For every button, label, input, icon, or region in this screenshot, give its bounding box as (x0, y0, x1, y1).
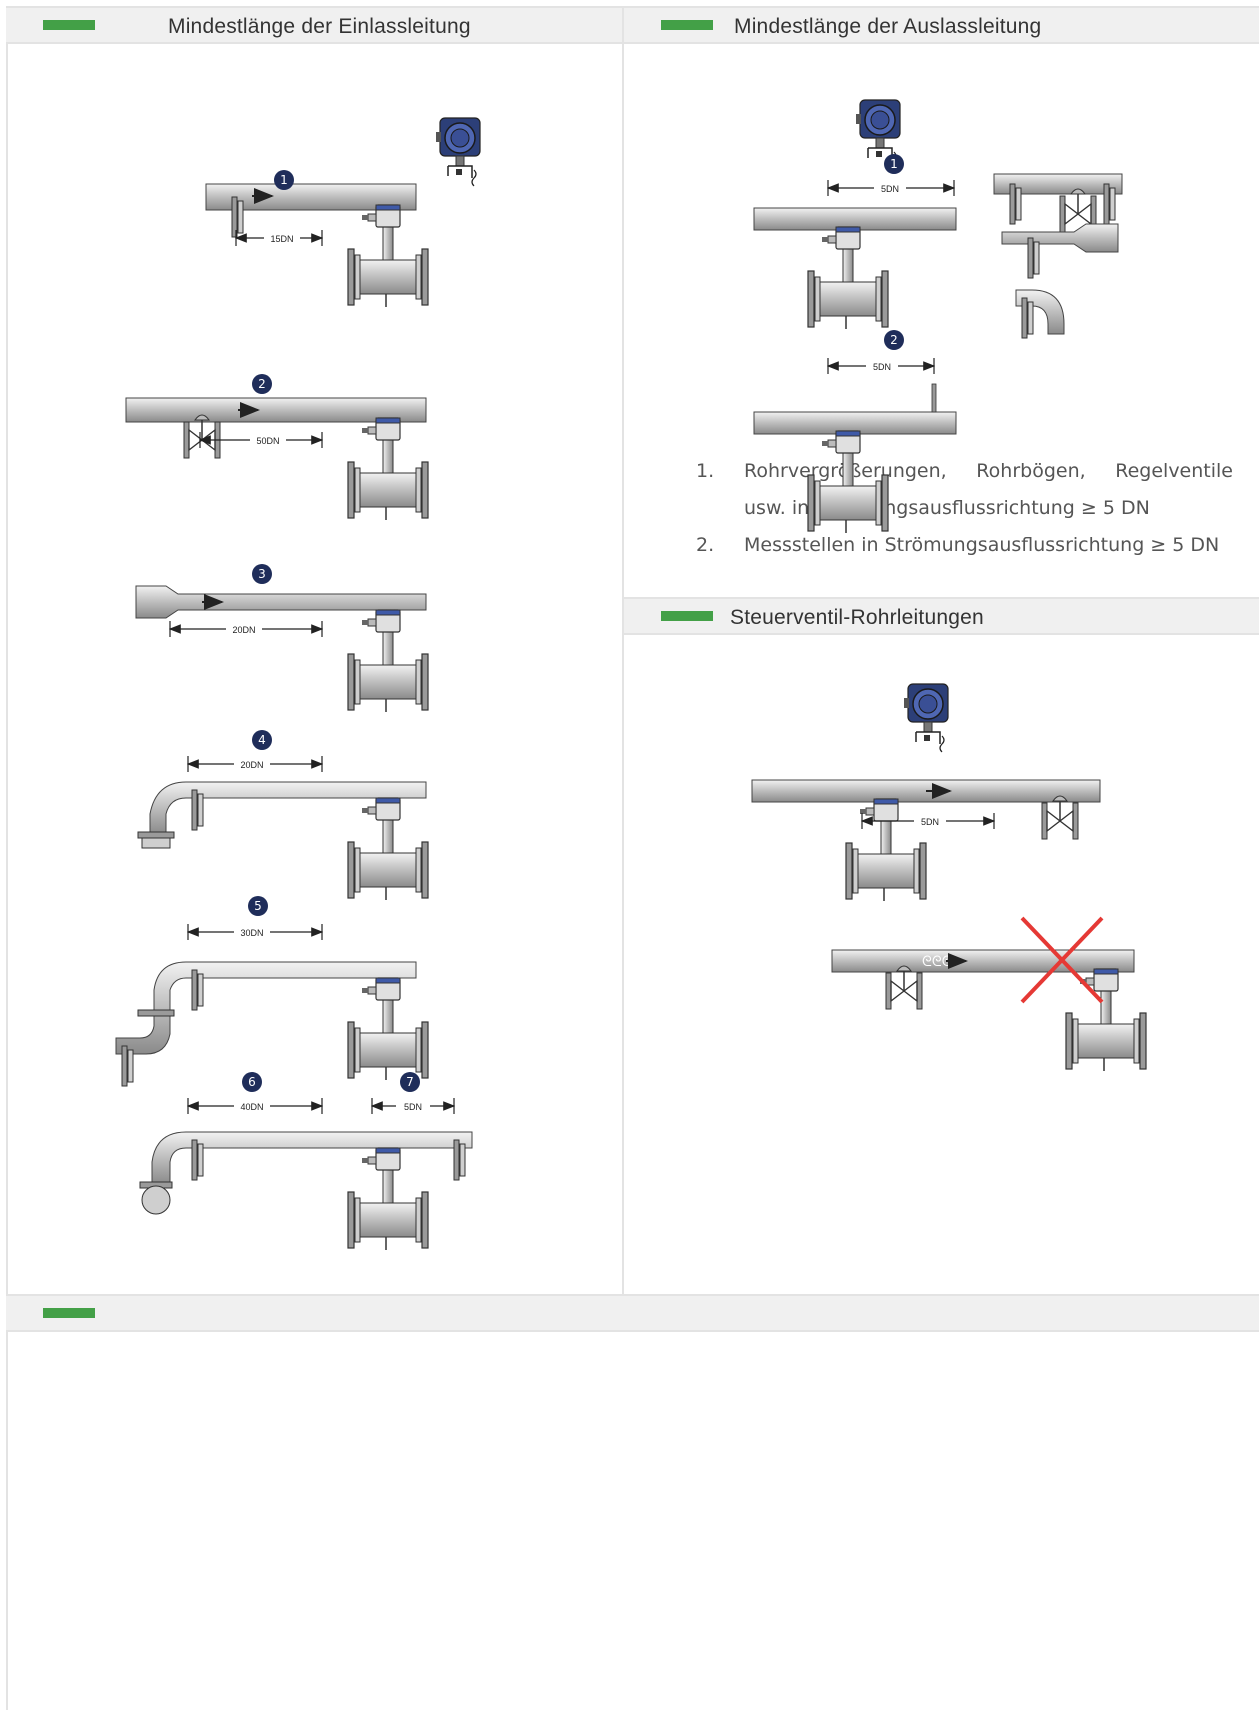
svg-text:15DN: 15DN (270, 234, 293, 244)
svg-text:5DN: 5DN (921, 817, 939, 827)
outlet-note-item: 2. Messstellen in Strömungsausflussricht… (693, 527, 1233, 564)
page-frame (6, 6, 1259, 1710)
marker-4 (252, 730, 272, 750)
control-valve-correct: 5DN (751, 683, 1101, 902)
svg-text:20DN: 20DN (232, 625, 255, 635)
inlet-diagram-4: 4 20DN (137, 730, 429, 901)
outlet-diagram-2: 2 5DN (753, 330, 957, 534)
svg-text:5DN: 5DN (881, 184, 899, 194)
outlet-diagram-1: 1 5DN (753, 99, 957, 330)
accent-bar (661, 20, 713, 30)
marker-1 (274, 170, 294, 190)
accent-bar (43, 20, 95, 30)
outlet-section-header: Mindestlänge der Auslassleitung (624, 6, 1259, 44)
control-valve-wrong: ᘓᘓᘓ (831, 916, 1147, 1072)
outlet-note-item: 1. Rohrvergrößerungen, Rohrbögen, Regelv… (693, 453, 1233, 527)
svg-text:30DN: 30DN (240, 928, 263, 938)
marker-6 (242, 1072, 262, 1092)
marker-1 (884, 154, 904, 174)
inlet-diagram-3: 3 20DN (135, 564, 429, 713)
swirl-symbols: ᘓᘓᘓ (922, 954, 952, 970)
inlet-diagram-2: 2 50DN (125, 374, 429, 521)
svg-text:5DN: 5DN (404, 1102, 422, 1112)
marker-3 (252, 564, 272, 584)
column-divider (622, 6, 624, 1294)
marker-5 (248, 896, 268, 916)
note-number: 2. (696, 534, 715, 556)
accent-bar (661, 611, 713, 621)
outlet-disturbances (993, 173, 1123, 339)
control-valve-section-title: Steuerventil-Rohrleitungen (730, 606, 984, 629)
outlet-diagrams: 1 5DN 2 5DN (753, 99, 1123, 534)
inlet-diagram-1: 1 15DN (205, 117, 481, 308)
control-valve-diagrams: 5DN ᘓᘓᘓ (751, 683, 1147, 1072)
svg-text:4: 4 (258, 733, 266, 747)
svg-text:40DN: 40DN (240, 1102, 263, 1112)
note-number: 1. (696, 460, 715, 482)
marker-2 (884, 330, 904, 350)
svg-text:20DN: 20DN (240, 760, 263, 770)
outlet-section-title: Mindestlänge der Auslassleitung (734, 15, 1042, 38)
svg-text:7: 7 (406, 1075, 414, 1089)
cross-line (1020, 916, 1104, 1004)
outlet-notes-list: 1. Rohrvergrößerungen, Rohrbögen, Regelv… (693, 453, 1233, 564)
marker-7 (400, 1072, 420, 1092)
accent-bar (43, 1308, 95, 1318)
inlet-diagrams: 1 15DN 2 50DN 3 20DN (115, 117, 481, 1251)
note-text: Messstellen in Strömungsausflussrichtung… (744, 534, 1220, 556)
marker-2 (252, 374, 272, 394)
bottom-section-header (6, 1294, 1259, 1332)
svg-text:5DN: 5DN (873, 362, 891, 372)
inlet-section-header: Mindestlänge der Einlassleitung (6, 6, 622, 44)
svg-text:6: 6 (248, 1075, 256, 1089)
inlet-section-title: Mindestlänge der Einlassleitung (168, 15, 471, 38)
inlet-diagram-6-7: 6 40DN 7 5DN (139, 1072, 473, 1251)
svg-text:1: 1 (890, 157, 898, 171)
svg-text:50DN: 50DN (256, 436, 279, 446)
svg-text:1: 1 (280, 173, 288, 187)
svg-text:2: 2 (890, 333, 898, 347)
svg-text:5: 5 (254, 899, 262, 913)
inlet-diagram-5: 5 30DN (115, 896, 429, 1087)
svg-text:2: 2 (258, 377, 266, 391)
svg-text:3: 3 (258, 567, 266, 581)
control-valve-section-header: Steuerventil-Rohrleitungen (624, 597, 1259, 635)
